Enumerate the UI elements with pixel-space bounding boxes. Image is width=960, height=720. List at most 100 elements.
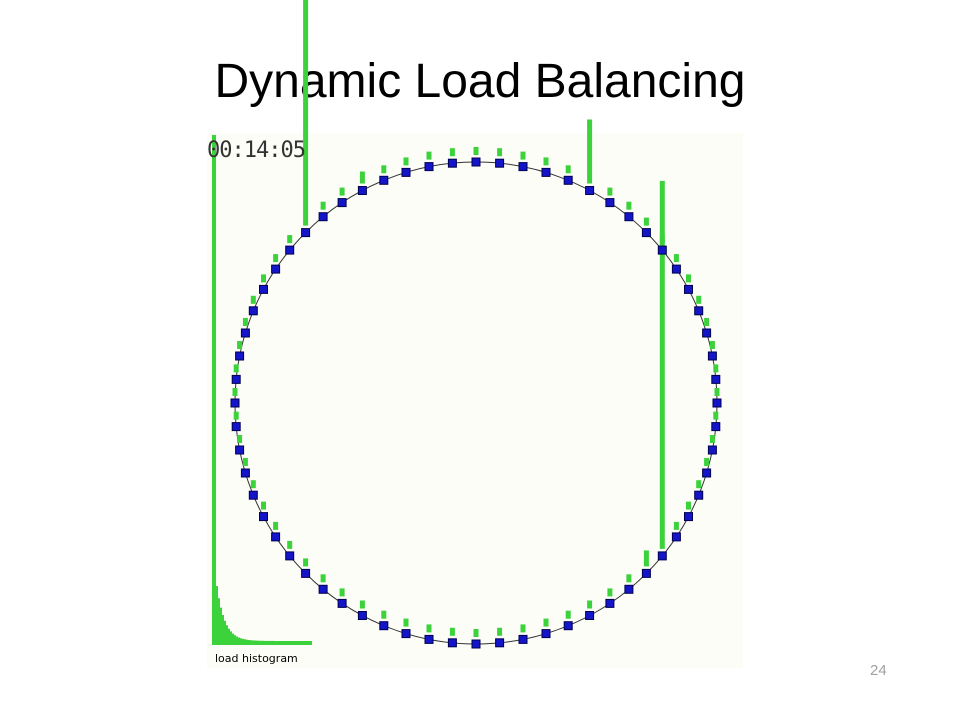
load-bar-node-44 [381,165,387,174]
histogram-bin-26 [264,640,266,645]
histogram-bin-12 [236,636,238,645]
histogram-bin-10 [232,633,234,645]
processor-node-7 [657,551,667,561]
load-bar-node-59 [686,274,691,283]
processor-node-3 [702,468,712,478]
processor-node-4 [694,490,704,500]
load-bar-node-28 [250,480,256,489]
processor-node-50 [518,162,528,172]
processor-node-37 [259,284,268,294]
processor-node-63 [711,374,721,384]
load-bar-node-30 [237,435,243,443]
page-number: 24 [870,662,887,679]
processor-node-30 [235,445,245,455]
processor-node-31 [231,422,241,432]
load-bar-node-12 [565,610,571,619]
load-bar-node-27 [261,501,266,510]
processor-node-27 [259,512,268,522]
load-bar-node-18 [426,624,432,633]
processor-node-34 [235,351,245,361]
load-bar-node-45 [403,157,409,166]
histogram-bin-35 [282,641,284,645]
load-bar-node-57 [659,235,665,244]
load-bar-node-49 [497,148,503,157]
histogram-bin-28 [268,640,270,645]
processor-node-15 [495,638,505,648]
processor-node-14 [518,634,528,644]
load-bar-node-23 [320,574,326,583]
histogram-bin-48 [308,641,310,645]
load-bar-node-24 [303,558,309,567]
histogram-label: load histogram [215,652,298,665]
histogram-bin-33 [278,641,280,645]
processor-node-26 [271,532,281,542]
load-bar-node-63 [713,364,719,373]
histogram-bin-1 [214,135,216,645]
processor-node-58 [671,264,681,274]
histogram-bin-42 [296,641,298,645]
load-bar-node-34 [237,341,243,349]
load-bar-node-19 [403,618,409,627]
load-bar-node-16 [473,629,479,637]
processor-node-41 [318,212,328,222]
processor-node-13 [541,629,551,639]
histogram-bin-17 [246,639,248,645]
histogram-bin-38 [288,641,290,645]
processor-node-48 [471,157,481,167]
processor-node-19 [401,629,411,639]
processor-node-56 [641,228,651,238]
processor-node-12 [563,621,573,631]
processor-node-0 [712,398,722,408]
load-bar-node-55 [626,201,632,210]
load-bar-node-52 [565,165,571,174]
histogram-bin-15 [242,638,244,645]
load-bar-node-17 [449,627,455,636]
load-bar-node-32 [232,388,238,396]
processor-node-60 [694,306,704,316]
histogram-bin-4 [220,607,222,645]
histogram-bin-37 [286,641,288,645]
slide-title: Dynamic Load Balancing [214,55,746,108]
load-bar-node-35 [242,318,248,326]
load-bar-node-26 [273,521,279,530]
processor-nodes [230,157,722,649]
histogram-bin-40 [292,641,294,645]
load-bar-node-41 [320,201,326,210]
load-bar-node-0 [714,388,720,396]
load-bar-node-54 [607,187,613,196]
histogram-bin-5 [222,615,224,645]
processor-node-43 [357,186,367,195]
load-bar-node-7 [659,180,665,549]
load-bar-node-61 [704,318,710,326]
load-bar-node-13 [543,618,549,627]
load-bar-node-36 [250,295,256,304]
load-bar-node-1 [713,411,719,420]
histogram-bin-14 [240,638,242,645]
processor-node-18 [424,634,434,644]
histogram-bin-7 [226,625,228,645]
load-bar-node-25 [287,540,293,549]
load-bar-node-43 [359,171,365,184]
histogram-bin-0 [212,135,214,645]
histogram-bin-45 [302,641,304,645]
load-bar-node-15 [497,627,503,636]
histogram-bin-49 [310,641,312,645]
processor-node-47 [447,158,457,168]
histogram-bin-3 [218,598,220,645]
processor-node-8 [641,568,651,578]
processor-node-42 [337,198,347,208]
histogram-bin-25 [262,640,264,645]
load-bar-node-42 [339,187,345,196]
load-bar-node-58 [673,254,679,263]
load-bar-node-31 [233,411,239,420]
processor-node-1 [711,422,721,432]
histogram-bin-20 [252,640,254,645]
load-bar-node-9 [626,574,632,583]
histogram-bin-24 [260,640,262,645]
processor-node-33 [231,374,241,384]
histogram-bin-19 [250,640,252,645]
load-bar-node-2 [709,435,715,443]
histogram-bin-22 [256,640,258,645]
histogram-bin-44 [300,641,302,645]
